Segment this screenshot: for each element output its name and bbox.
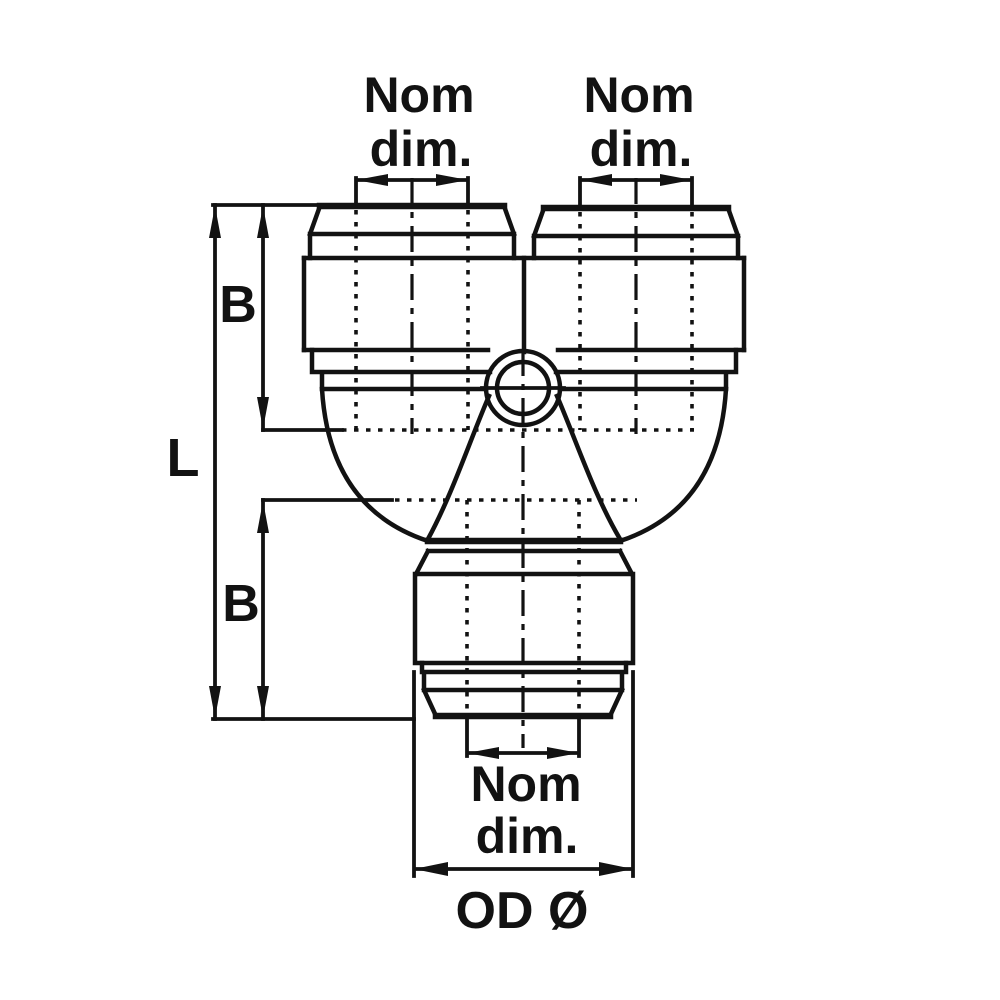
label-nom-top-left: Nom xyxy=(363,67,474,123)
nom-right-arrow-left xyxy=(580,174,612,186)
nom-left-arrow-right xyxy=(436,174,468,186)
l-dimension-line xyxy=(209,203,221,721)
upper-body-flange-steps xyxy=(309,347,739,392)
outer-bell-right xyxy=(617,386,729,544)
l-arrow-down xyxy=(209,686,221,718)
b-lower-arrow-down xyxy=(257,686,269,718)
od-dimension-arrow xyxy=(412,670,635,878)
nom-bottom-arrow-right xyxy=(547,747,579,759)
labels: Nom dim. Nom dim. B L B Nom dim. OD Ø xyxy=(167,67,695,940)
bore-hidden-lines xyxy=(342,210,694,714)
b-lower-arrow-up xyxy=(257,501,269,533)
upper-body-sides xyxy=(301,255,747,353)
label-dim-top-right: dim. xyxy=(590,121,693,177)
y-merge-curves xyxy=(319,386,729,544)
b-upper-arrow-up xyxy=(257,206,269,238)
label-l: L xyxy=(167,428,200,488)
outer-bell-left xyxy=(319,386,431,544)
nom-right-arrow-right xyxy=(660,174,692,186)
nom-dim-arrow-bottom xyxy=(465,715,581,759)
right-port-bore-hidden xyxy=(578,212,694,430)
od-arrow-left xyxy=(414,862,448,876)
l-arrow-up xyxy=(209,206,221,238)
trunk-curve-left xyxy=(424,393,492,543)
upper-body-outline xyxy=(301,255,747,392)
dimension-lines xyxy=(209,174,694,878)
nom-left-arrow-left xyxy=(356,174,388,186)
trunk-curve-right xyxy=(554,393,624,543)
bottom-body xyxy=(412,571,636,666)
b-upper-dimension-line xyxy=(257,203,269,432)
label-dim-bottom: dim. xyxy=(476,808,579,864)
label-dim-top-left: dim. xyxy=(370,121,473,177)
label-nom-bottom: Nom xyxy=(470,756,581,812)
bottom-port-outline xyxy=(412,537,636,720)
label-b-upper: B xyxy=(219,276,257,334)
centerlines xyxy=(410,178,638,748)
nom-dim-arrow-top-left xyxy=(354,174,470,208)
nom-bottom-arrow-left xyxy=(467,747,499,759)
b-lower-dimension-line xyxy=(257,498,269,721)
label-b-lower: B xyxy=(222,575,260,633)
nom-dim-arrow-top-right xyxy=(578,174,694,210)
label-nom-top-right: Nom xyxy=(583,67,694,123)
b-upper-arrow-down xyxy=(257,397,269,429)
label-od-diameter: OD Ø xyxy=(456,882,589,940)
left-port-bore-hidden xyxy=(354,210,470,430)
od-arrow-right xyxy=(599,862,633,876)
